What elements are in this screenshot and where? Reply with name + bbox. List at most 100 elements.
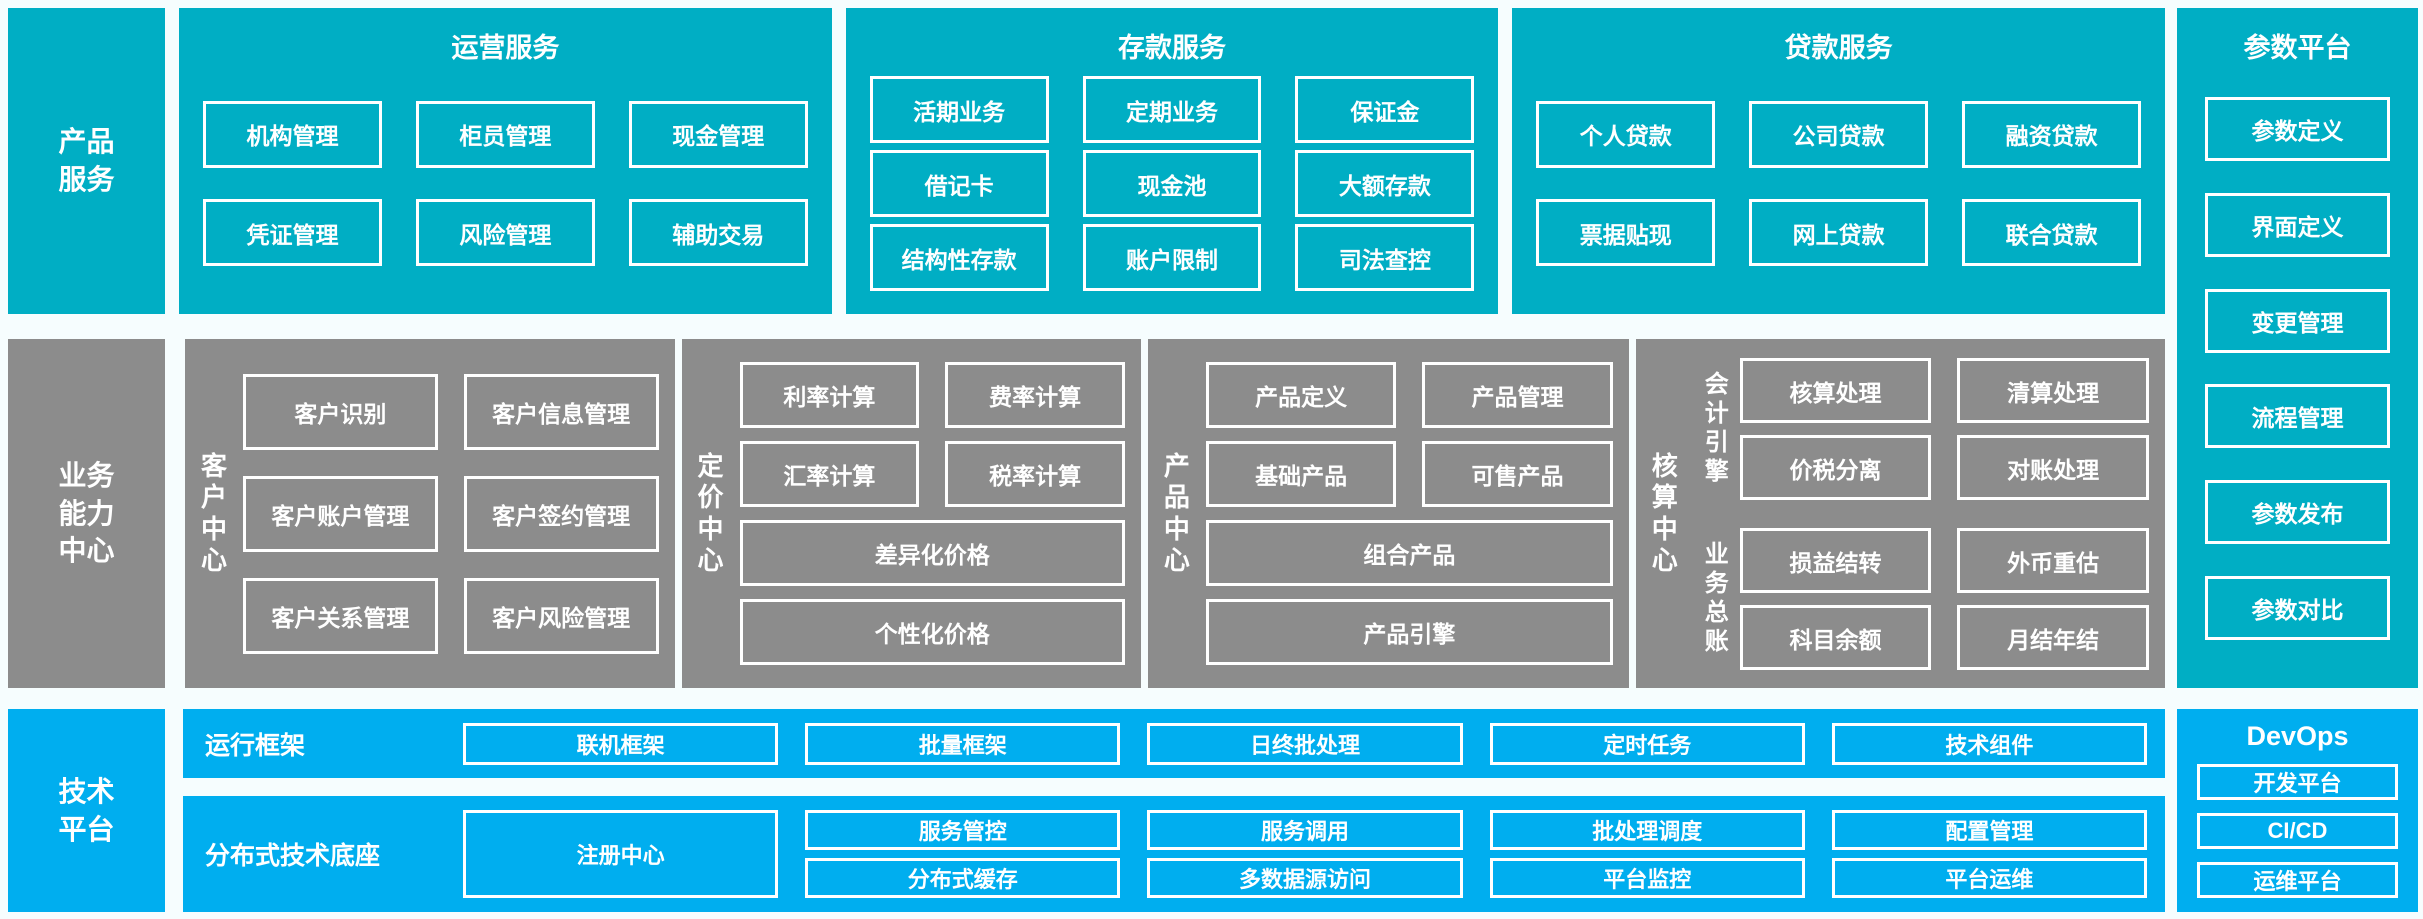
diagram-node-online-framework: 联机框架 [463, 722, 779, 765]
section-title-deposit: 存款服务 [1118, 33, 1226, 63]
runtime-framework-label: 运行框架 [205, 731, 306, 760]
diagram-node-batch-framework: 批量框架 [805, 722, 1121, 765]
pricing-box-grid: 利率计算 费率计算 汇率计算 税率计算 差异化价格 个性化价格 [739, 339, 1125, 688]
section-deposit-services: 存款服务 活期业务 定期业务 保证金 借记卡 现金池 大额存款 结构性存款 账户… [845, 8, 1499, 314]
diagram-node-tax-rate-calc: 税率计算 [945, 441, 1125, 507]
band-tech-platform: 技术平台 运行框架 联机框架 批量框架 日终批处理 定时任务 技术组件 分布式技… [8, 709, 2165, 912]
customer-box-grid: 客户识别 客户信息管理 客户账户管理 客户签约管理 客户关系管理 客户风险管理 [243, 339, 659, 688]
diagram-node-month-year-end: 月结年结 [1957, 605, 2149, 670]
section-devops: DevOps 开发平台 CI/CD 运维平台 [2177, 709, 2418, 912]
vertical-label-business-ledger-text: 业务总账 [1704, 541, 1729, 655]
diagram-node-eod-batch-processing: 日终批处理 [1147, 722, 1463, 765]
diagram-node-customer-risk-management: 客户风险管理 [463, 577, 659, 654]
section-loan-services: 贷款服务 个人贷款 公司贷款 融资贷款 票据贴现 网上贷款 联合贷款 [1512, 8, 2166, 314]
diagram-node-change-management: 变更管理 [2205, 288, 2390, 353]
devops-title: DevOps [2246, 721, 2349, 751]
diagram-node-risk-management: 风险管理 [415, 199, 595, 267]
section-operations-services: 运营服务 机构管理 柜员管理 现金管理 凭证管理 风险管理 辅助交易 [179, 8, 832, 314]
band-capability-centers: 业务能力中心 客户中心 客户识别 客户信息管理 客户账户管理 客户签约管理 客户… [8, 339, 2165, 688]
diagram-node-personalized-pricing: 个性化价格 [739, 599, 1125, 665]
diagram-node-margin-deposit: 保证金 [1295, 76, 1475, 143]
accounting-engine-group: 会计引擎 核算处理 清算处理 价税分离 对账处理 [1694, 358, 2149, 500]
vertical-label-accounting-center: 核算中心 [1636, 339, 1694, 688]
distributed-base-label: 分布式技术底座 [205, 842, 381, 870]
diagram-node-corporate-loan: 公司贷款 [1749, 100, 1929, 168]
diagram-node-ops-platform: 运维平台 [2197, 862, 2398, 898]
diagram-node-registry-center: 注册中心 [463, 810, 779, 898]
distributed-base-boxes: 注册中心 服务管控 分布式缓存 服务调用 多数据源访问 批处理调度 平台监控 配… [463, 810, 2147, 898]
diagram-node-customer-contract-management: 客户签约管理 [463, 475, 659, 552]
diagram-node-distributed-cache: 分布式缓存 [805, 858, 1121, 898]
diagram-node-platform-ops: 平台运维 [1831, 858, 2147, 898]
section-title-operations: 运营服务 [451, 33, 560, 63]
diagram-node-process-management: 流程管理 [2205, 384, 2390, 449]
row-label-tech-platform-text: 技术平台 [58, 775, 115, 845]
business-ledger-grid: 损益结转 外币重估 科目余额 月结年结 [1739, 528, 2149, 670]
diagram-node-account-restriction: 账户限制 [1082, 224, 1262, 291]
diagram-node-subject-balance: 科目余额 [1739, 605, 1932, 670]
main-area: 产品服务 运营服务 机构管理 柜员管理 现金管理 凭证管理 风险管理 辅助交易 … [8, 8, 2166, 912]
section-customer-center: 客户中心 客户识别 客户信息管理 客户账户管理 客户签约管理 客户关系管理 客户… [185, 339, 675, 688]
diagram-node-config-management: 配置管理 [1831, 810, 2147, 850]
diagram-node-large-deposit: 大额存款 [1295, 150, 1475, 217]
diagram-node-teller-management: 柜员管理 [415, 100, 595, 168]
section-title-loan: 贷款服务 [1784, 33, 1893, 63]
diagram-node-time-deposit: 定期业务 [1082, 76, 1262, 143]
diagram-node-base-product: 基础产品 [1205, 441, 1397, 507]
devops-boxes: 开发平台 CI/CD 运维平台 [2197, 764, 2398, 898]
runtime-framework-boxes: 联机框架 批量框架 日终批处理 定时任务 技术组件 [463, 722, 2148, 765]
diagram-node-combined-product: 组合产品 [1205, 520, 1613, 586]
row-label-product-services-text: 产品服务 [58, 126, 115, 195]
diagram-node-customer-info-management: 客户信息管理 [463, 373, 659, 450]
diagram-node-exchange-rate-calc: 汇率计算 [739, 441, 920, 507]
diagram-node-customer-account-management: 客户账户管理 [243, 475, 438, 552]
parameter-platform-title: 参数平台 [2243, 33, 2352, 63]
diagram-node-demand-deposit: 活期业务 [869, 76, 1049, 143]
tech-platform-rows: 运行框架 联机框架 批量框架 日终批处理 定时任务 技术组件 分布式技术底座 注… [183, 709, 2165, 912]
diagram-node-clearing-processing: 清算处理 [1957, 358, 2149, 423]
diagram-node-differentiated-pricing: 差异化价格 [739, 520, 1125, 586]
diagram-node-financing-loan: 融资贷款 [1962, 100, 2142, 168]
diagram-node-reconciliation-processing: 对账处理 [1957, 435, 2149, 500]
right-column: 参数平台 参数定义 界面定义 变更管理 流程管理 参数发布 参数对比 DevOp… [2177, 8, 2418, 912]
runtime-framework-row: 运行框架 联机框架 批量框架 日终批处理 定时任务 技术组件 [183, 709, 2165, 778]
vertical-label-product-center-text: 产品中心 [1163, 451, 1190, 575]
diagram-node-syndicated-loan: 联合贷款 [1962, 199, 2142, 267]
section-product-center: 产品中心 产品定义 产品管理 基础产品 可售产品 组合产品 产品引擎 [1147, 339, 1629, 688]
diagram-node-batch-scheduling: 批处理调度 [1489, 810, 1805, 850]
vertical-label-customer-center: 客户中心 [185, 339, 243, 688]
diagram-node-online-loan: 网上贷款 [1749, 199, 1929, 267]
row-label-tech-platform: 技术平台 [8, 709, 165, 912]
product-box-grid: 产品定义 产品管理 基础产品 可售产品 组合产品 产品引擎 [1205, 339, 1613, 688]
diagram-node-product-management: 产品管理 [1422, 362, 1613, 428]
vertical-label-pricing-center: 定价中心 [682, 339, 740, 688]
deposit-box-grid: 活期业务 定期业务 保证金 借记卡 现金池 大额存款 结构性存款 账户限制 司法… [869, 69, 1475, 298]
diagram-node-dev-platform: 开发平台 [2197, 764, 2398, 800]
band-product-services: 产品服务 运营服务 机构管理 柜员管理 现金管理 凭证管理 风险管理 辅助交易 … [8, 8, 2166, 314]
vertical-label-accounting-engine-text: 会计引擎 [1704, 371, 1729, 485]
vertical-label-business-ledger: 业务总账 [1694, 528, 1740, 670]
diagram-node-ui-definition: 界面定义 [2205, 192, 2390, 257]
diagram-node-fx-revaluation: 外币重估 [1957, 528, 2149, 593]
row-label-capability-centers-text: 业务能力中心 [58, 459, 115, 567]
diagram-node-cash-management: 现金管理 [628, 100, 808, 168]
diagram-node-platform-monitoring: 平台监控 [1489, 858, 1805, 898]
diagram-node-service-governance: 服务管控 [805, 810, 1121, 850]
diagram-node-service-invocation: 服务调用 [1147, 810, 1463, 850]
parameter-platform-boxes: 参数定义 界面定义 变更管理 流程管理 参数发布 参数对比 [2205, 65, 2390, 672]
diagram-node-org-management: 机构管理 [203, 100, 382, 168]
diagram-node-debit-card: 借记卡 [869, 150, 1049, 217]
diagram-node-bill-discount: 票据贴现 [1536, 199, 1716, 267]
section-parameter-platform: 参数平台 参数定义 界面定义 变更管理 流程管理 参数发布 参数对比 [2177, 8, 2418, 688]
diagram-node-multi-datasource-access: 多数据源访问 [1147, 858, 1463, 898]
diagram-node-product-definition: 产品定义 [1205, 362, 1397, 428]
business-ledger-group: 业务总账 损益结转 外币重估 科目余额 月结年结 [1694, 528, 2149, 670]
diagram-node-voucher-management: 凭证管理 [203, 199, 382, 267]
vertical-label-product-center: 产品中心 [1148, 339, 1206, 688]
vertical-label-accounting-engine: 会计引擎 [1694, 358, 1740, 500]
diagram-node-cash-pool: 现金池 [1082, 150, 1262, 217]
diagram-node-personal-loan: 个人贷款 [1536, 100, 1716, 168]
accounting-engine-grid: 核算处理 清算处理 价税分离 对账处理 [1739, 358, 2149, 500]
section-accounting-center: 核算中心 会计引擎 核算处理 清算处理 价税分离 对账处理 [1635, 339, 2165, 688]
